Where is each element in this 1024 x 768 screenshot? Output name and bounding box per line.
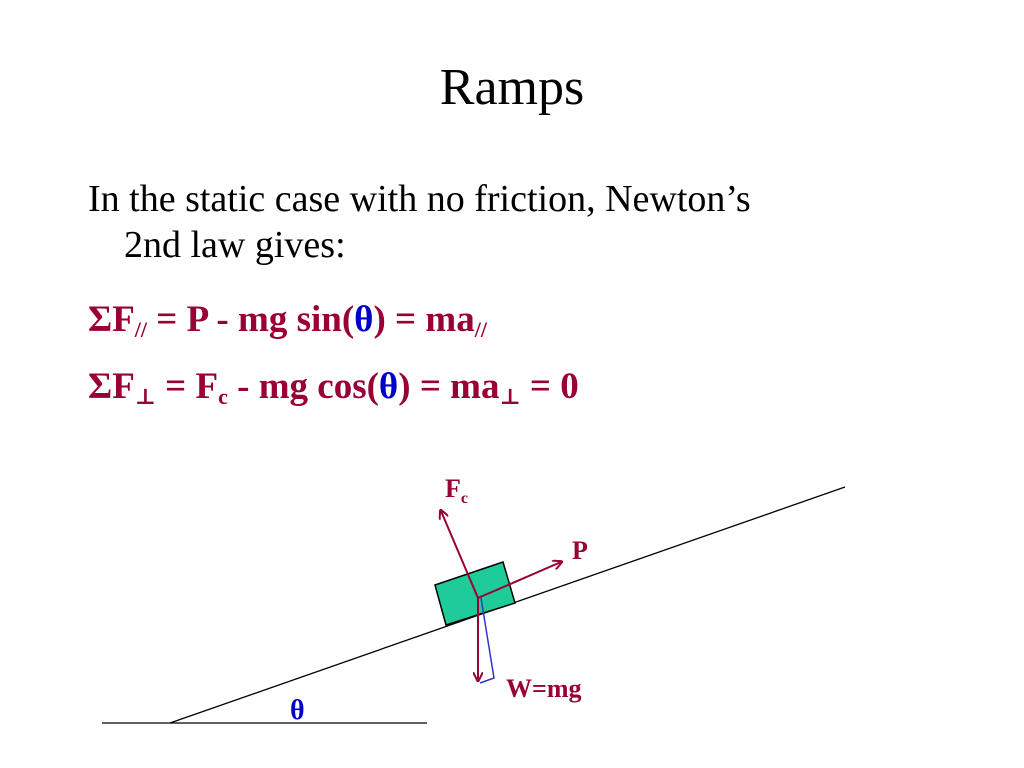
fc-label: Fc xyxy=(445,474,468,507)
eq1-rhs: ) = ma xyxy=(373,299,475,340)
eq2-a-sub: c xyxy=(218,384,228,409)
eq2-lhs-sub: ⊥ xyxy=(134,384,156,409)
eq2-theta: θ xyxy=(378,366,399,407)
eq1-rhs-sub: // xyxy=(474,317,487,342)
eq1-middle: = P - mg sin( xyxy=(147,299,355,340)
intro-text: In the static case with no friction, New… xyxy=(88,177,948,268)
theta-label: θ xyxy=(290,695,305,726)
equation-perpendicular: ΣF⊥ = Fc - mg cos(θ) = ma⊥ = 0 xyxy=(88,365,579,410)
intro-line-1: In the static case with no friction, New… xyxy=(88,178,751,220)
equation-parallel: ΣF// = P - mg sin(θ) = ma// xyxy=(88,298,487,343)
eq2-middle: - mg cos( xyxy=(227,366,379,407)
weight-component-lines xyxy=(479,597,495,684)
p-label: P xyxy=(572,536,588,565)
eq1-theta: θ xyxy=(354,299,374,340)
push-force-arrow xyxy=(477,562,561,599)
eq2-tail: = 0 xyxy=(520,366,579,407)
eq2-a: = F xyxy=(155,366,219,407)
eq1-lhs: ΣF xyxy=(88,299,135,340)
slide-title: Ramps xyxy=(439,59,585,116)
eq1-lhs-sub: // xyxy=(134,317,148,342)
intro-line-2: 2nd law gives: xyxy=(124,223,346,266)
eq2-rhs: ) = ma xyxy=(398,366,500,407)
w-label: W=mg xyxy=(506,674,581,703)
eq2-rhs-sub: ⊥ xyxy=(499,384,521,409)
eq2-lhs: ΣF xyxy=(88,366,135,407)
normal-force-arrow xyxy=(441,511,479,599)
